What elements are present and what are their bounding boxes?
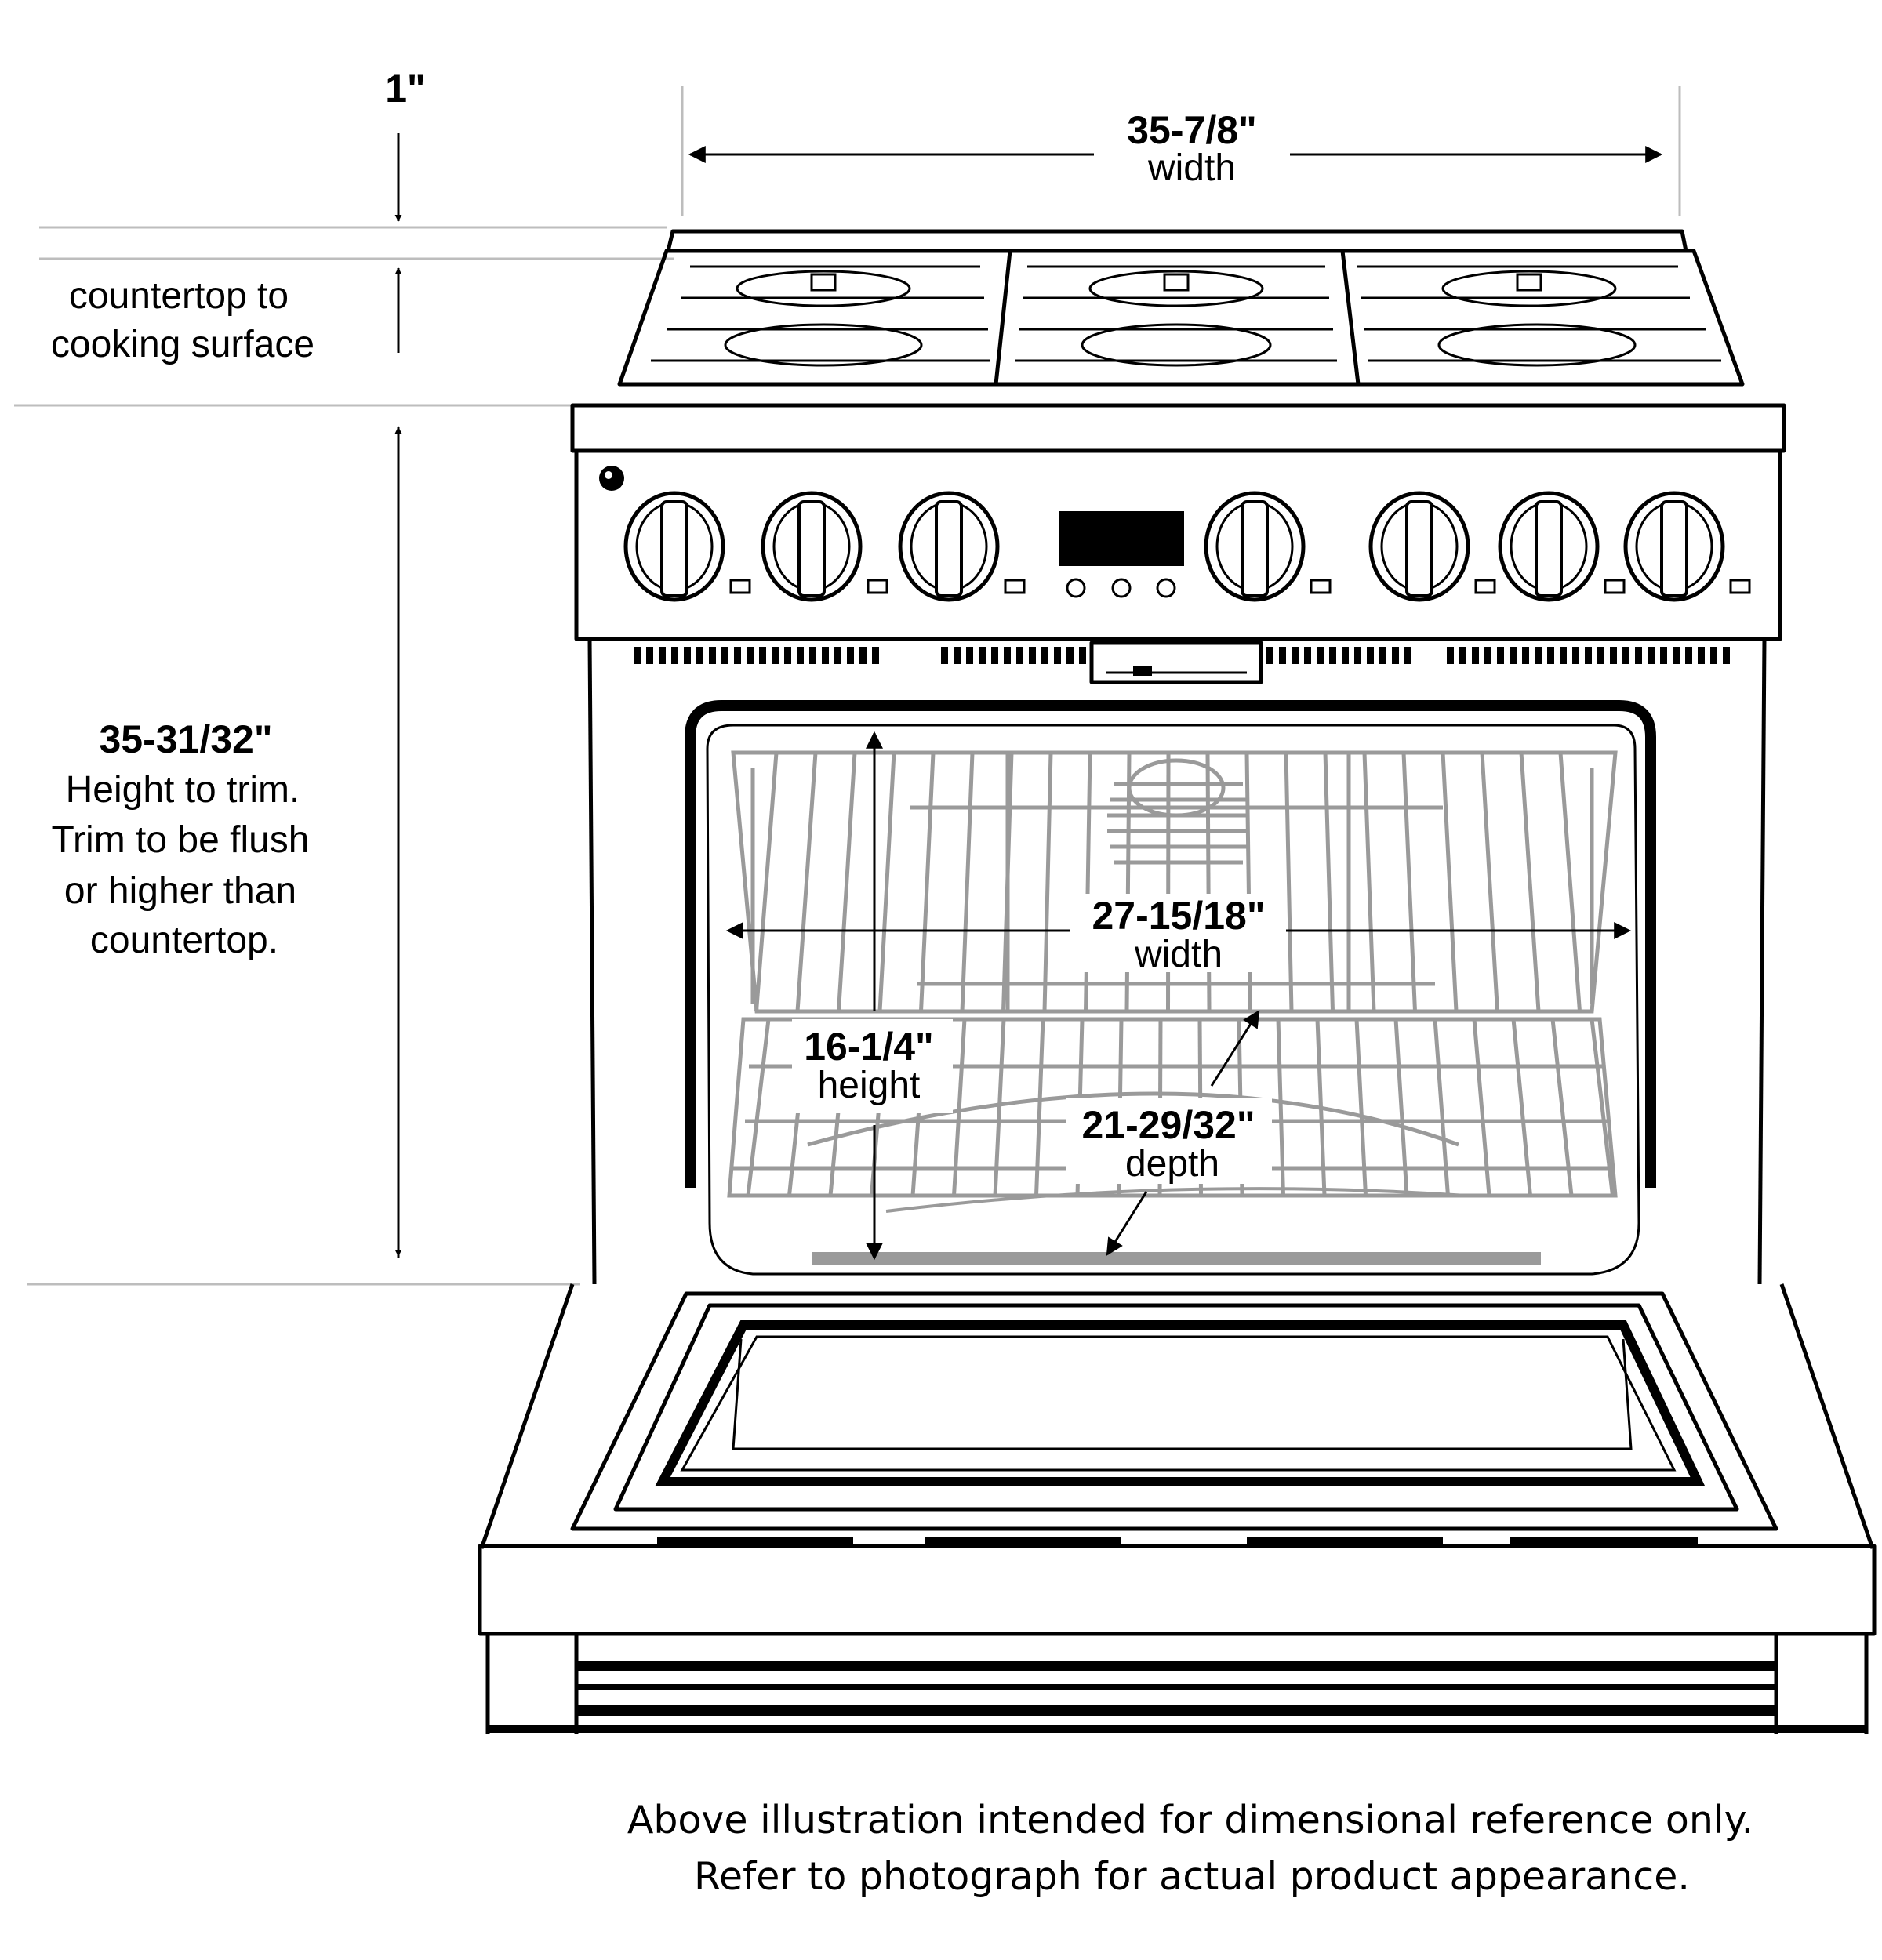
oven-depth-label: depth	[1125, 1143, 1219, 1185]
oven-depth-value: 21-29/32"	[1081, 1103, 1255, 1147]
dimension-labels: 1" countertop to cooking surface 35-7/8"…	[51, 67, 1266, 1185]
height-to-trim-line3: or higher than	[64, 870, 296, 912]
oven-fan	[1107, 758, 1248, 865]
knob-icon	[1204, 491, 1332, 602]
reference-guide-lines	[14, 86, 1681, 1286]
oven-width-label: width	[1134, 934, 1223, 975]
top-clearance-label-line1: countertop to	[69, 275, 289, 317]
control-knobs	[623, 491, 1751, 602]
top-clearance-value: 1"	[385, 67, 426, 111]
cooktop-grates	[617, 229, 1745, 387]
vent-slots	[634, 647, 1730, 664]
oven-door-open	[479, 1283, 1875, 1549]
disclaimer-line1: Above illustration intended for dimensio…	[627, 1798, 1753, 1842]
range-body	[587, 638, 1767, 1285]
range-base	[478, 1544, 1877, 1734]
label-backgrounds	[792, 894, 1282, 1184]
knob-icon	[898, 491, 1026, 602]
oven-width-value: 27-15/18"	[1092, 894, 1265, 938]
height-to-trim-line4: countertop.	[90, 920, 278, 961]
disclaimer-line2: Refer to photograph for actual product a…	[694, 1854, 1690, 1899]
overall-width-label: width	[1147, 147, 1236, 189]
oven-dimension-arrows	[725, 731, 1632, 1261]
oven-cavity	[685, 700, 1656, 1276]
knob-icon	[1368, 491, 1496, 602]
top-clearance-label-line2: cooking surface	[51, 324, 314, 365]
dimension-arrows	[394, 133, 1663, 1258]
oven-depth-arrow-down	[1106, 1191, 1148, 1256]
oven-depth-arrow-up	[1210, 1010, 1260, 1087]
height-to-trim-line1: Height to trim.	[66, 769, 300, 811]
oven-height-label: height	[818, 1065, 921, 1106]
oven-display	[1059, 511, 1184, 566]
knob-icon	[761, 491, 888, 602]
disclaimer: Above illustration intended for dimensio…	[627, 1798, 1753, 1899]
display-buttons	[1066, 578, 1176, 598]
height-to-trim-value: 35-31/32"	[99, 717, 272, 761]
control-panel	[574, 448, 1782, 641]
overall-width-value: 35-7/8"	[1127, 108, 1256, 152]
knob-icon	[623, 491, 751, 602]
knob-icon	[1623, 491, 1751, 602]
cooktop-edge	[570, 403, 1786, 453]
height-to-trim-line2: Trim to be flush	[52, 819, 310, 861]
logo-icon	[599, 466, 624, 491]
oven-height-value: 16-1/4"	[804, 1025, 933, 1069]
knob-icon	[1498, 491, 1626, 602]
